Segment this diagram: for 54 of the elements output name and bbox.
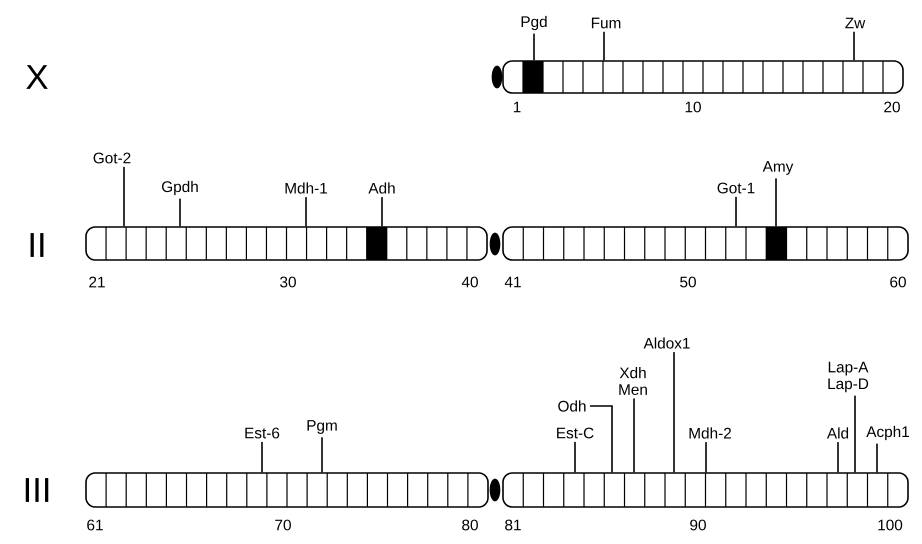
- leader-line: [603, 32, 605, 60]
- map-position: 60: [890, 276, 906, 288]
- leader-line: [381, 197, 383, 226]
- chromosome-arm: [502, 472, 909, 508]
- leader-line: [876, 444, 878, 472]
- gene-label: Odh: [558, 400, 586, 412]
- leader-line: [705, 442, 707, 472]
- gene-label: Pgd: [522, 16, 547, 30]
- gene-label: Est-C: [557, 428, 594, 438]
- gene-label: Acph1: [866, 426, 909, 440]
- leader-line: [633, 398, 635, 472]
- gene-label: Pgm: [308, 420, 337, 434]
- map-position: 21: [89, 276, 105, 288]
- gene-label: Mdh-2: [690, 427, 731, 439]
- gene-label: Lap-A Lap-D: [828, 362, 868, 392]
- map-position: 30: [280, 276, 296, 288]
- gene-label: Got-2: [94, 152, 130, 164]
- gene-label: Adh: [368, 182, 395, 194]
- gene-label: Got-1: [718, 182, 754, 194]
- leader-line: [775, 178, 777, 226]
- leader-line: [854, 396, 856, 472]
- chromosome-name: II: [30, 233, 44, 257]
- leader-line: [574, 442, 576, 472]
- leader-line: [179, 198, 181, 226]
- leader-line: [735, 196, 737, 226]
- gene-label: Gpdh: [162, 180, 198, 196]
- map-position: 40: [462, 276, 478, 288]
- leader-line: [533, 34, 535, 60]
- leader-line: [123, 166, 125, 226]
- leader-line: [590, 405, 613, 472]
- chromosome-arm: [502, 226, 909, 261]
- leader-line: [837, 442, 839, 472]
- chromosome-arm: [85, 226, 488, 261]
- leader-line: [321, 437, 323, 472]
- map-position: 80: [462, 520, 478, 530]
- gene-label: Est-6: [245, 428, 280, 438]
- chromosome-arm: [85, 472, 489, 508]
- map-position: 41: [504, 276, 521, 288]
- leader-line: [853, 32, 855, 60]
- gene-label: Mdh-1: [286, 182, 327, 194]
- gene-label: Ald: [826, 427, 848, 439]
- gene-label: Xdh Men: [619, 367, 647, 395]
- leader-line: [261, 442, 263, 472]
- chromosome-arm: [502, 60, 904, 94]
- chromosome-name: III: [26, 478, 48, 502]
- gene-label: Amy: [762, 161, 794, 175]
- gene-label: Zw: [845, 18, 866, 28]
- gene-label: Fum: [592, 18, 620, 28]
- gene-label: Aldox1: [644, 337, 690, 349]
- chromosome-name: X: [26, 65, 48, 89]
- map-position: 50: [680, 276, 696, 288]
- leader-line: [673, 352, 675, 472]
- map-position: 81: [505, 520, 521, 530]
- leader-line: [305, 197, 307, 226]
